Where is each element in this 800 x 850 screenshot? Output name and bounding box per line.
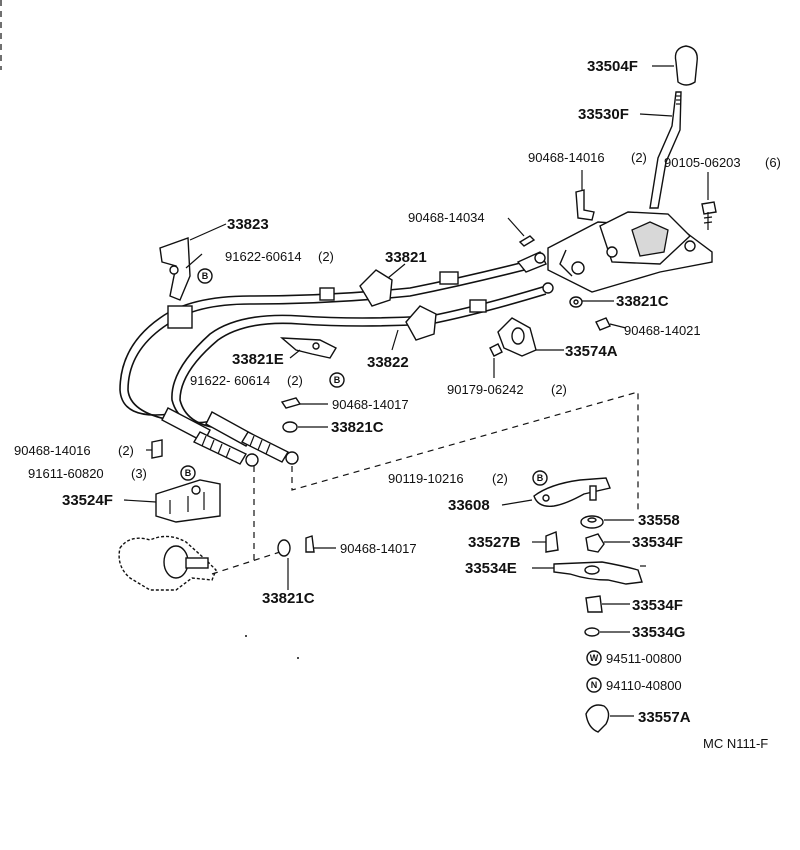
bolt-B-icon-b: B bbox=[329, 372, 345, 388]
leader-33822 bbox=[391, 329, 399, 351]
pin-90468-14017-b bbox=[305, 535, 315, 553]
bushing-33574A bbox=[497, 317, 537, 357]
bolt-B-icon-c: B bbox=[180, 465, 196, 481]
shift-knob bbox=[674, 45, 698, 86]
label-33574A: 33574A bbox=[565, 343, 618, 360]
leader-33823 bbox=[189, 223, 227, 241]
svg-text:W: W bbox=[590, 653, 599, 663]
part-33557A bbox=[585, 704, 610, 733]
label-90468-14016-top: 90468-14016 bbox=[528, 150, 605, 165]
label-91622-60614-a-qty: (2) bbox=[318, 249, 334, 264]
label-94110-40800: 94110-40800 bbox=[606, 678, 682, 693]
label-33822: 33822 bbox=[367, 354, 409, 371]
bolt-B-icon-a: B bbox=[197, 268, 213, 284]
label-33821E: 33821E bbox=[232, 351, 284, 368]
washer-33821C-b bbox=[282, 421, 298, 433]
clip-90468-14016-b bbox=[151, 439, 163, 459]
shift-lever bbox=[649, 91, 682, 209]
washer-33821C-c bbox=[277, 539, 291, 557]
washer-W-icon: W bbox=[586, 650, 602, 666]
label-33530F: 33530F bbox=[578, 106, 629, 123]
label-94511-00800: 94511-00800 bbox=[606, 651, 682, 666]
nut-90179 bbox=[489, 343, 503, 357]
leader-90468-14034 bbox=[507, 217, 525, 237]
svg-text:N: N bbox=[591, 680, 598, 690]
label-90468-14017-a: 90468-14017 bbox=[332, 397, 409, 412]
bracket-33524F bbox=[155, 479, 221, 523]
diagram-code: MC N111-F bbox=[703, 736, 768, 751]
label-90468-14034: 90468-14034 bbox=[408, 210, 485, 225]
cable-33821 bbox=[119, 251, 547, 421]
leader-91622-a bbox=[185, 253, 203, 269]
cable-ends bbox=[161, 407, 299, 467]
label-90468-14017-b: 90468-14017 bbox=[340, 541, 417, 556]
leader-33821E bbox=[289, 349, 301, 359]
label-90468-14016-top-qty: (2) bbox=[631, 150, 647, 165]
label-91611-60820-qty: (3) bbox=[131, 466, 147, 481]
bolt-90105 bbox=[701, 201, 717, 230]
bushing-33534F-a bbox=[585, 533, 605, 553]
label-33504F: 33504F bbox=[587, 58, 638, 75]
washer-33534G bbox=[584, 627, 600, 637]
leader-33608 bbox=[501, 499, 533, 506]
label-33821: 33821 bbox=[385, 249, 427, 266]
leader-33821 bbox=[387, 263, 406, 279]
part-33527B bbox=[545, 531, 559, 553]
nut-N-icon: N bbox=[586, 677, 602, 693]
label-90468-14016-b-qty: (2) bbox=[118, 443, 134, 458]
shifter-base bbox=[547, 211, 713, 293]
label-33534G: 33534G bbox=[632, 624, 685, 641]
label-90105-06203-qty: (6) bbox=[765, 155, 781, 170]
dash-line-a bbox=[211, 551, 281, 575]
label-90468-14021: 90468-14021 bbox=[624, 323, 701, 338]
label-91611-60820: 91611-60820 bbox=[28, 466, 104, 481]
bracket-33823 bbox=[159, 237, 191, 301]
label-33557A: 33557A bbox=[638, 709, 691, 726]
label-91622-60614-b-qty: (2) bbox=[287, 373, 303, 388]
label-90179-06242: 90179-06242 bbox=[447, 382, 524, 397]
label-90179-06242-qty: (2) bbox=[551, 382, 567, 397]
label-90468-14016-b: 90468-14016 bbox=[14, 443, 91, 458]
leader-33530F bbox=[639, 113, 673, 117]
label-33821C-b: 33821C bbox=[331, 419, 384, 436]
cable-33822 bbox=[171, 282, 554, 429]
pin-90468-14021 bbox=[595, 317, 611, 331]
label-90119-10216: 90119-10216 bbox=[388, 471, 464, 486]
clip-33821E bbox=[279, 337, 337, 359]
label-33821C-c: 33821C bbox=[262, 590, 315, 607]
pin-90468-14034 bbox=[518, 235, 536, 247]
leader-33524F bbox=[123, 499, 157, 503]
bushing-33534F-b bbox=[585, 595, 603, 613]
label-33558: 33558 bbox=[638, 512, 680, 529]
bushing-33558 bbox=[580, 515, 604, 529]
label-33534E: 33534E bbox=[465, 560, 517, 577]
label-33527B: 33527B bbox=[468, 534, 521, 551]
label-33524F: 33524F bbox=[62, 492, 113, 509]
pin-90468-14017-a bbox=[280, 397, 302, 409]
transmission-housing bbox=[118, 535, 217, 591]
label-33823: 33823 bbox=[227, 216, 269, 233]
lever-33608 bbox=[533, 477, 611, 507]
label-90105-06203: 90105-06203 bbox=[664, 155, 741, 170]
leader-90468-14021 bbox=[609, 323, 627, 329]
bolt-B-icon-d: B bbox=[532, 470, 548, 486]
label-33608: 33608 bbox=[448, 497, 490, 514]
dash-line-c bbox=[291, 391, 639, 510]
label-91622-60614-b: 91622- 60614 bbox=[190, 373, 270, 388]
label-91622-60614-a: 91622-60614 bbox=[225, 249, 302, 264]
label-90119-10216-qty: (2) bbox=[492, 471, 508, 486]
label-33821C-a: 33821C bbox=[616, 293, 669, 310]
svg-text:B: B bbox=[334, 375, 341, 385]
lever-33534E bbox=[553, 561, 646, 585]
label-33534F-b: 33534F bbox=[632, 597, 683, 614]
clip-top bbox=[575, 189, 595, 221]
label-33534F-a: 33534F bbox=[632, 534, 683, 551]
svg-text:B: B bbox=[537, 473, 544, 483]
svg-text:B: B bbox=[202, 271, 209, 281]
svg-text:B: B bbox=[185, 468, 192, 478]
